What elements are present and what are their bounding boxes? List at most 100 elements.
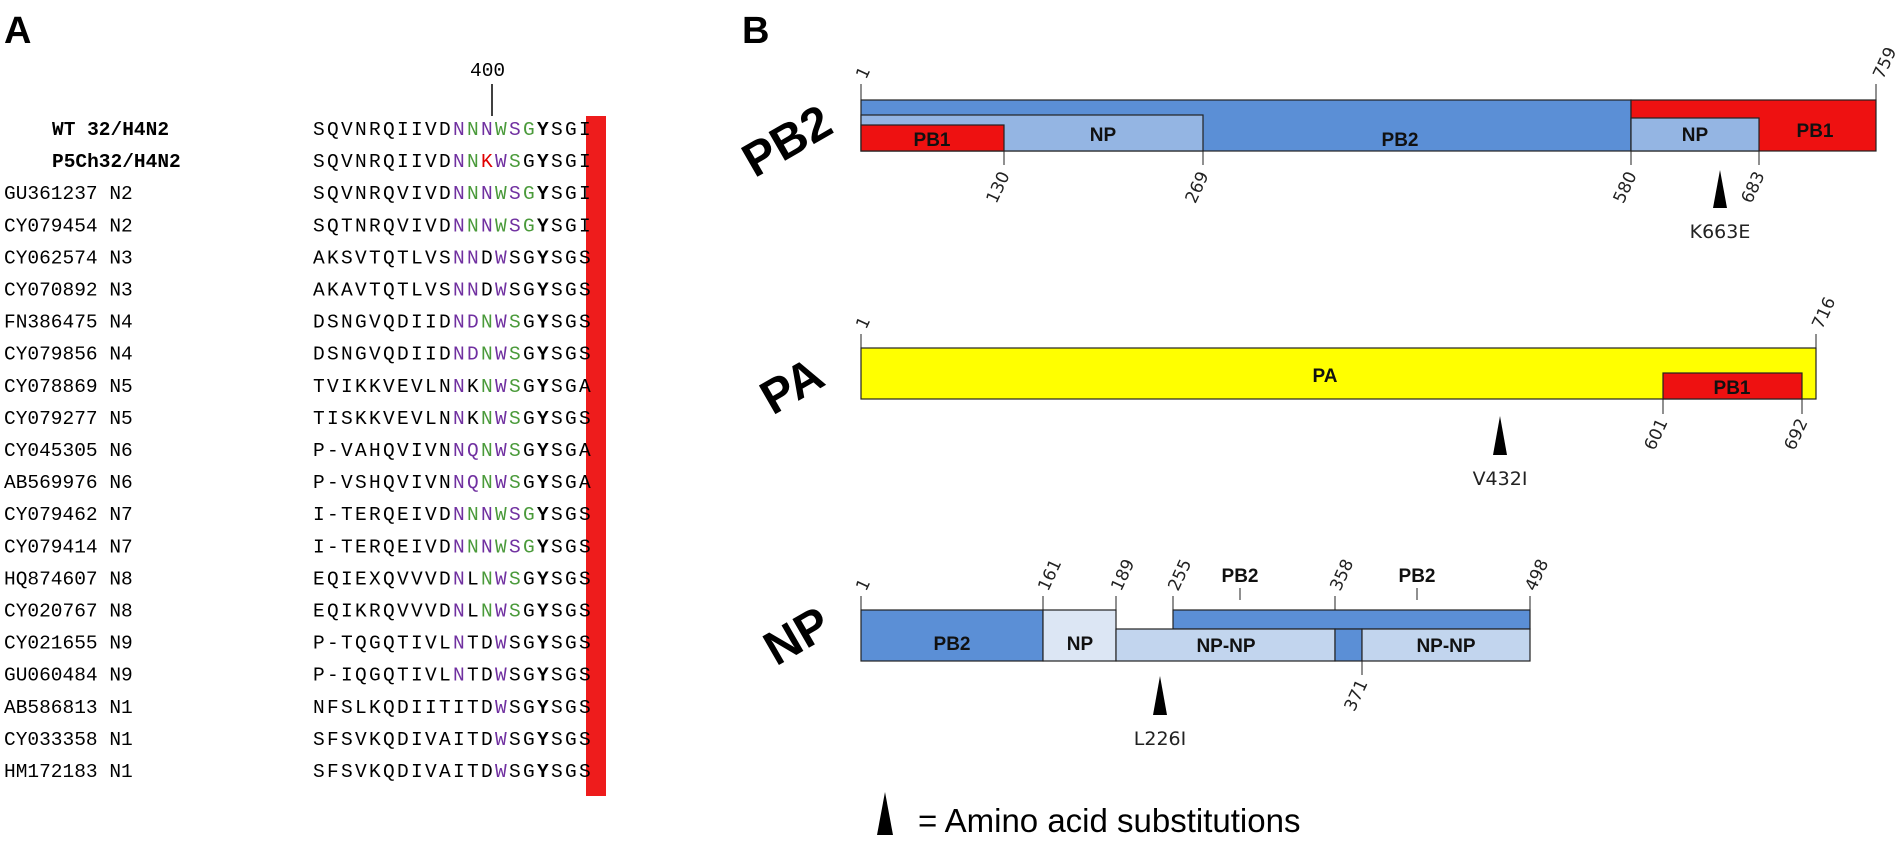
np-top-label-pb2-2: PB2	[1399, 566, 1436, 587]
pa-pos-601: 601	[1641, 416, 1673, 454]
sequence-name: CY079856 N4	[4, 344, 133, 366]
pb2-end-label: 759	[1869, 44, 1901, 82]
np-top-label-pb2-1: PB2	[1222, 566, 1259, 587]
pb2-mutation-label: K663E	[1690, 221, 1751, 243]
sequence-name: CY021655 N9	[4, 633, 133, 655]
np-mutation-label: L226I	[1134, 728, 1186, 750]
np-pos-255: 255	[1164, 556, 1196, 594]
sequence-name: FN386475 N4	[4, 312, 133, 334]
sequence-name: CY079414 N7	[4, 536, 133, 558]
np-end-label: 498	[1521, 556, 1553, 594]
sequence-name: HQ874607 N8	[4, 568, 133, 590]
sequence-name: P5Ch32/H4N2	[52, 151, 181, 173]
pb2-diagram: PB1 NP PB2 NP PB1 1 759 130 269 580 683 …	[852, 44, 1901, 243]
pa-segment-pb1	[1662, 372, 1803, 400]
sequence-name: CY079462 N7	[4, 504, 133, 526]
sequence-name: CY020767 N8	[4, 601, 133, 623]
panel-b-label: B	[742, 10, 769, 52]
sequence-name: CY070892 N3	[4, 280, 133, 302]
legend-arrow-icon	[877, 792, 893, 835]
sequence-name: CY079277 N5	[4, 408, 133, 430]
sequence-name: AB586813 N1	[4, 697, 133, 719]
pb2-seg-label-pb1-right: PB1	[1797, 121, 1834, 142]
sequence-name: WT 32/H4N2	[52, 119, 169, 141]
np-segment-npnp-1	[1115, 628, 1336, 662]
legend-text: = Amino acid substitutions	[918, 802, 1300, 839]
sequence-name: HM172183 N1	[4, 761, 133, 783]
pb2-protein-label: PB2	[734, 95, 841, 188]
np-segment-np	[1042, 609, 1117, 662]
pb2-mutation-arrow-icon	[1713, 170, 1727, 208]
sequence-name: CY062574 N3	[4, 247, 133, 269]
pa-segment-pa	[860, 347, 1817, 400]
np-pos-189: 189	[1107, 556, 1139, 594]
np-seg-label-npnp-2: NP-NP	[1416, 636, 1475, 657]
pb2-pos-130: 130	[983, 169, 1015, 207]
sequence-name: AB569976 N6	[4, 472, 133, 494]
pb2-seg-label-np-right: NP	[1682, 125, 1709, 146]
np-protein-label: NP	[755, 597, 839, 676]
np-diagram: PB2 NP NP-NP NP-NP PB2 PB2 1 161 189 255…	[852, 556, 1553, 750]
pa-end-label: 716	[1808, 294, 1840, 332]
sequence-name: CY033358 N1	[4, 729, 133, 751]
np-mutation-arrow-icon	[1153, 676, 1167, 715]
pb2-seg-label-np-left: NP	[1090, 125, 1117, 146]
np-pos-358: 358	[1326, 556, 1358, 594]
pa-pos-692: 692	[1781, 416, 1813, 454]
pa-start-label: 1	[852, 314, 875, 332]
sequence-name: CY079454 N2	[4, 215, 133, 237]
sequence-name: CY045305 N6	[4, 440, 133, 462]
pb2-pos-269: 269	[1182, 169, 1214, 207]
np-segment-pb2-top	[1172, 609, 1531, 630]
position-400-label: 400	[470, 60, 505, 82]
np-start-label: 1	[852, 576, 875, 594]
pb2-seg-label-pb1-left: PB1	[914, 130, 951, 151]
np-pos-161: 161	[1034, 556, 1066, 594]
pb2-segment-pb1-left	[860, 124, 1005, 152]
sequence-name: GU060484 N9	[4, 665, 133, 687]
pb2-seg-label-pb2: PB2	[1382, 130, 1419, 151]
pa-seg-label-pa: PA	[1313, 366, 1338, 387]
conserved-y-highlight	[586, 116, 606, 796]
np-segment-pb2	[860, 609, 1044, 662]
np-seg-label-npnp-1: NP-NP	[1196, 636, 1255, 657]
np-segment-pb2-gap	[1334, 628, 1363, 662]
sequence-name: GU361237 N2	[4, 183, 133, 205]
np-seg-label-np: NP	[1067, 634, 1094, 655]
pa-protein-label: PA	[752, 348, 833, 425]
pa-seg-label-pb1: PB1	[1714, 378, 1751, 399]
pb2-pos-683: 683	[1738, 169, 1770, 207]
pb2-segment-np-right	[1630, 117, 1760, 152]
pb2-pos-580: 580	[1610, 169, 1642, 207]
pa-mutation-label: V432I	[1473, 468, 1528, 490]
pa-diagram: PA PB1 1 716 601 692 V432I	[852, 294, 1840, 490]
np-pos-371: 371	[1341, 677, 1373, 715]
panel-a-label: A	[4, 10, 31, 52]
pa-mutation-arrow-icon	[1493, 416, 1507, 455]
np-segment-npnp-2	[1361, 628, 1531, 662]
pb2-start-label: 1	[852, 64, 875, 82]
sequence-name: CY078869 N5	[4, 376, 133, 398]
